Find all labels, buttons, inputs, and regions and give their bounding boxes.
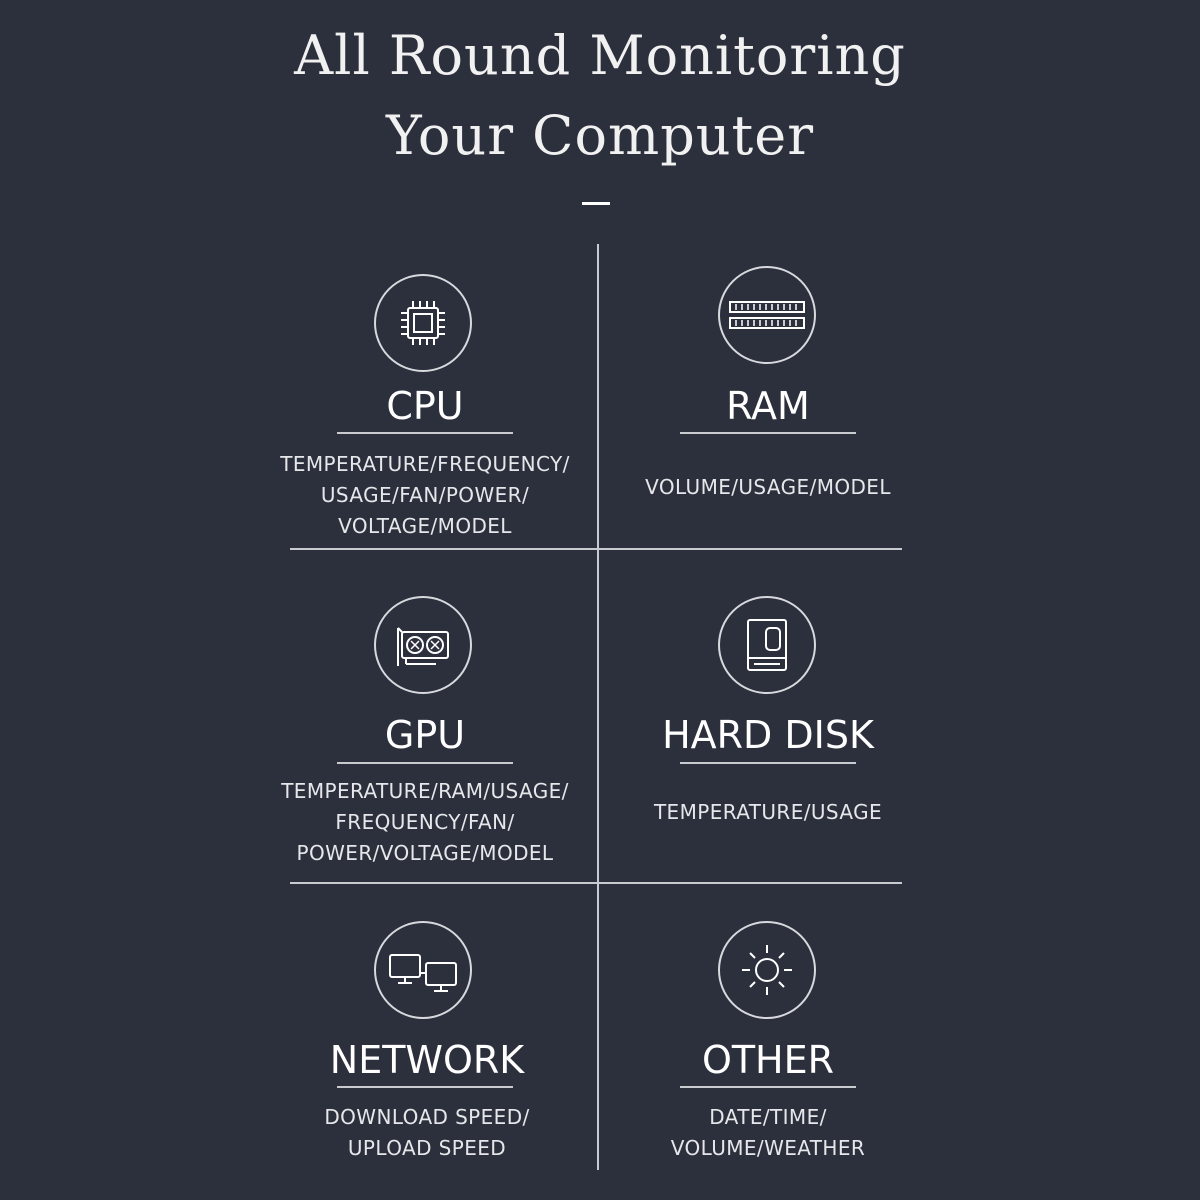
cpu-description: TEMPERATURE/FREQUENCY/ USAGE/FAN/POWER/ … <box>245 449 605 542</box>
sun-weather-icon <box>718 921 816 1019</box>
ram-module-icon <box>718 266 816 364</box>
grid-horizontal-divider-2 <box>290 882 902 884</box>
title-divider <box>582 202 610 205</box>
network-desc-line: UPLOAD SPEED <box>347 1136 507 1160</box>
gpu-label: GPU <box>384 713 466 757</box>
hard-disk-icon <box>718 596 816 694</box>
hard-disk-label: HARD DISK <box>662 713 874 757</box>
hard-disk-desc-line: TEMPERATURE/USAGE <box>653 800 883 824</box>
ram-underline <box>680 432 856 434</box>
ram-label: RAM <box>726 384 810 428</box>
cpu-chip-icon <box>374 274 472 372</box>
hard-disk-description: TEMPERATURE/USAGE <box>588 797 948 828</box>
gpu-description: TEMPERATURE/RAM/USAGE/ FREQUENCY/FAN/ PO… <box>245 776 605 869</box>
cpu-desc-line: TEMPERATURE/FREQUENCY/ <box>280 452 570 476</box>
page-title-line-1: All Round Monitoring <box>294 24 906 87</box>
gpu-desc-line: FREQUENCY/FAN/ <box>335 810 515 834</box>
network-description: DOWNLOAD SPEED/ UPLOAD SPEED <box>247 1102 607 1164</box>
other-desc-line: VOLUME/WEATHER <box>670 1136 866 1160</box>
network-underline <box>337 1086 513 1088</box>
ram-desc-line: VOLUME/USAGE/MODEL <box>645 475 891 499</box>
other-description: DATE/TIME/ VOLUME/WEATHER <box>588 1102 948 1164</box>
network-desc-line: DOWNLOAD SPEED/ <box>324 1105 530 1129</box>
grid-vertical-divider <box>597 244 599 1170</box>
network-label: NETWORK <box>329 1038 525 1082</box>
gpu-desc-line: TEMPERATURE/RAM/USAGE/ <box>281 779 569 803</box>
cpu-underline <box>337 432 513 434</box>
cpu-desc-line: VOLTAGE/MODEL <box>338 514 512 538</box>
network-computers-icon <box>374 921 472 1019</box>
other-desc-line: DATE/TIME/ <box>709 1105 827 1129</box>
ram-description: VOLUME/USAGE/MODEL <box>588 472 948 503</box>
hard-disk-underline <box>680 762 856 764</box>
grid-horizontal-divider-1 <box>290 548 902 550</box>
other-label: OTHER <box>701 1038 835 1082</box>
gpu-underline <box>337 762 513 764</box>
cpu-label: CPU <box>386 384 464 428</box>
other-underline <box>680 1086 856 1088</box>
page-title-line-2: Your Computer <box>385 104 815 167</box>
cpu-desc-line: USAGE/FAN/POWER/ <box>320 483 530 507</box>
gpu-desc-line: POWER/VOLTAGE/MODEL <box>296 841 554 865</box>
graphics-card-icon <box>374 596 472 694</box>
